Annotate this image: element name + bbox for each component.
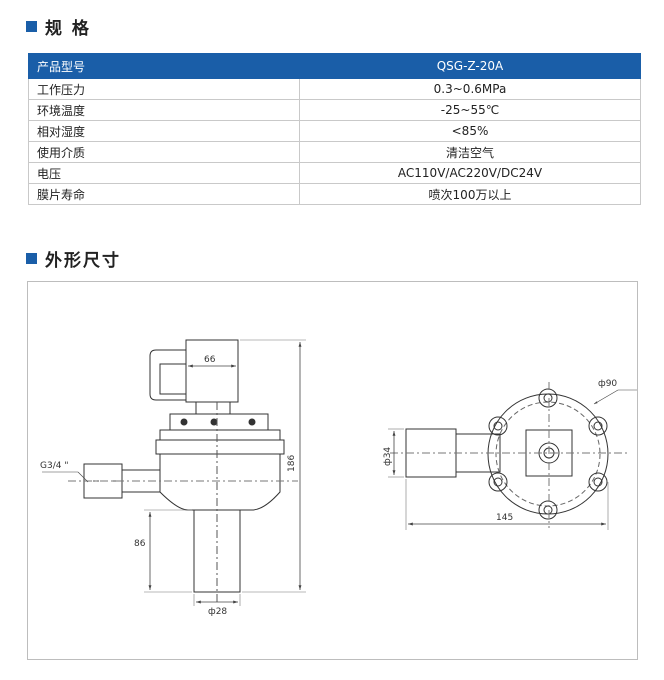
dim-186-label: 186 [287,455,297,472]
table-row: 使用介质 清洁空气 [28,141,641,163]
table-row: 相对湿度 <85% [28,120,641,142]
row-label: 环境温度 [28,99,300,121]
bolt-bottom-left [488,472,508,492]
bolt-top-right [588,416,608,436]
row-label: 使用介质 [28,141,300,163]
dimension-drawing: 66 186 86 ф28 G3/4 " [40,339,642,617]
heading-square-icon [26,21,37,32]
spec-section-heading: 规 格 [26,14,91,39]
flange [155,439,285,455]
row-value: 0.3~0.6MPa [299,78,641,100]
row-label: 膜片寿命 [28,183,300,205]
bolt-bottom [538,500,558,520]
side-view [68,339,298,602]
valve-body [159,454,281,511]
flange-top [159,429,281,441]
top-flange [487,393,609,515]
dims-section-title: 外形尺寸 [45,251,121,271]
header-label: 产品型号 [28,53,300,79]
row-value: 喷次100万以上 [299,183,641,205]
thread-label: G3/4 " [40,461,68,471]
spec-table: 产品型号 QSG-Z-20A 工作压力 0.3~0.6MPa 环境温度 -25~… [28,53,641,205]
row-value: 清洁空气 [299,141,641,163]
coil-neck [195,401,231,415]
dim-86-label: 86 [134,539,146,549]
row-label: 相对湿度 [28,120,300,142]
row-label: 工作压力 [28,78,300,100]
row-value: -25~55℃ [299,99,641,121]
dim-phi28-label: ф28 [208,607,227,617]
row-label: 电压 [28,162,300,184]
header-value: QSG-Z-20A [299,53,641,79]
dim-phi34-label: ф34 [383,447,393,466]
connector-inner [159,363,187,395]
coil-box [185,339,239,403]
dim-66-label: 66 [204,355,216,365]
heading-square-icon [26,253,37,264]
top-view [390,382,628,528]
dim-145-label: 145 [496,513,513,523]
table-row: 电压 AC110V/AC220V/DC24V [28,162,641,184]
dimension-drawing-frame: 66 186 86 ф28 G3/4 " [27,281,642,660]
table-row: 膜片寿命 喷次100万以上 [28,183,641,205]
row-value: <85% [299,120,641,142]
table-row: 工作压力 0.3~0.6MPa [28,78,641,100]
bolt-bottom-right [588,472,608,492]
bolt-top [538,388,558,408]
row-value: AC110V/AC220V/DC24V [299,162,641,184]
spec-section-title: 规 格 [45,19,91,39]
dims-section-heading: 外形尺寸 [26,246,121,271]
table-row: 环境温度 -25~55℃ [28,99,641,121]
dim-phi90-label: ф90 [598,379,617,389]
bolt-top-left [488,416,508,436]
connector [149,349,186,401]
spec-table-header-row: 产品型号 QSG-Z-20A [28,53,641,79]
